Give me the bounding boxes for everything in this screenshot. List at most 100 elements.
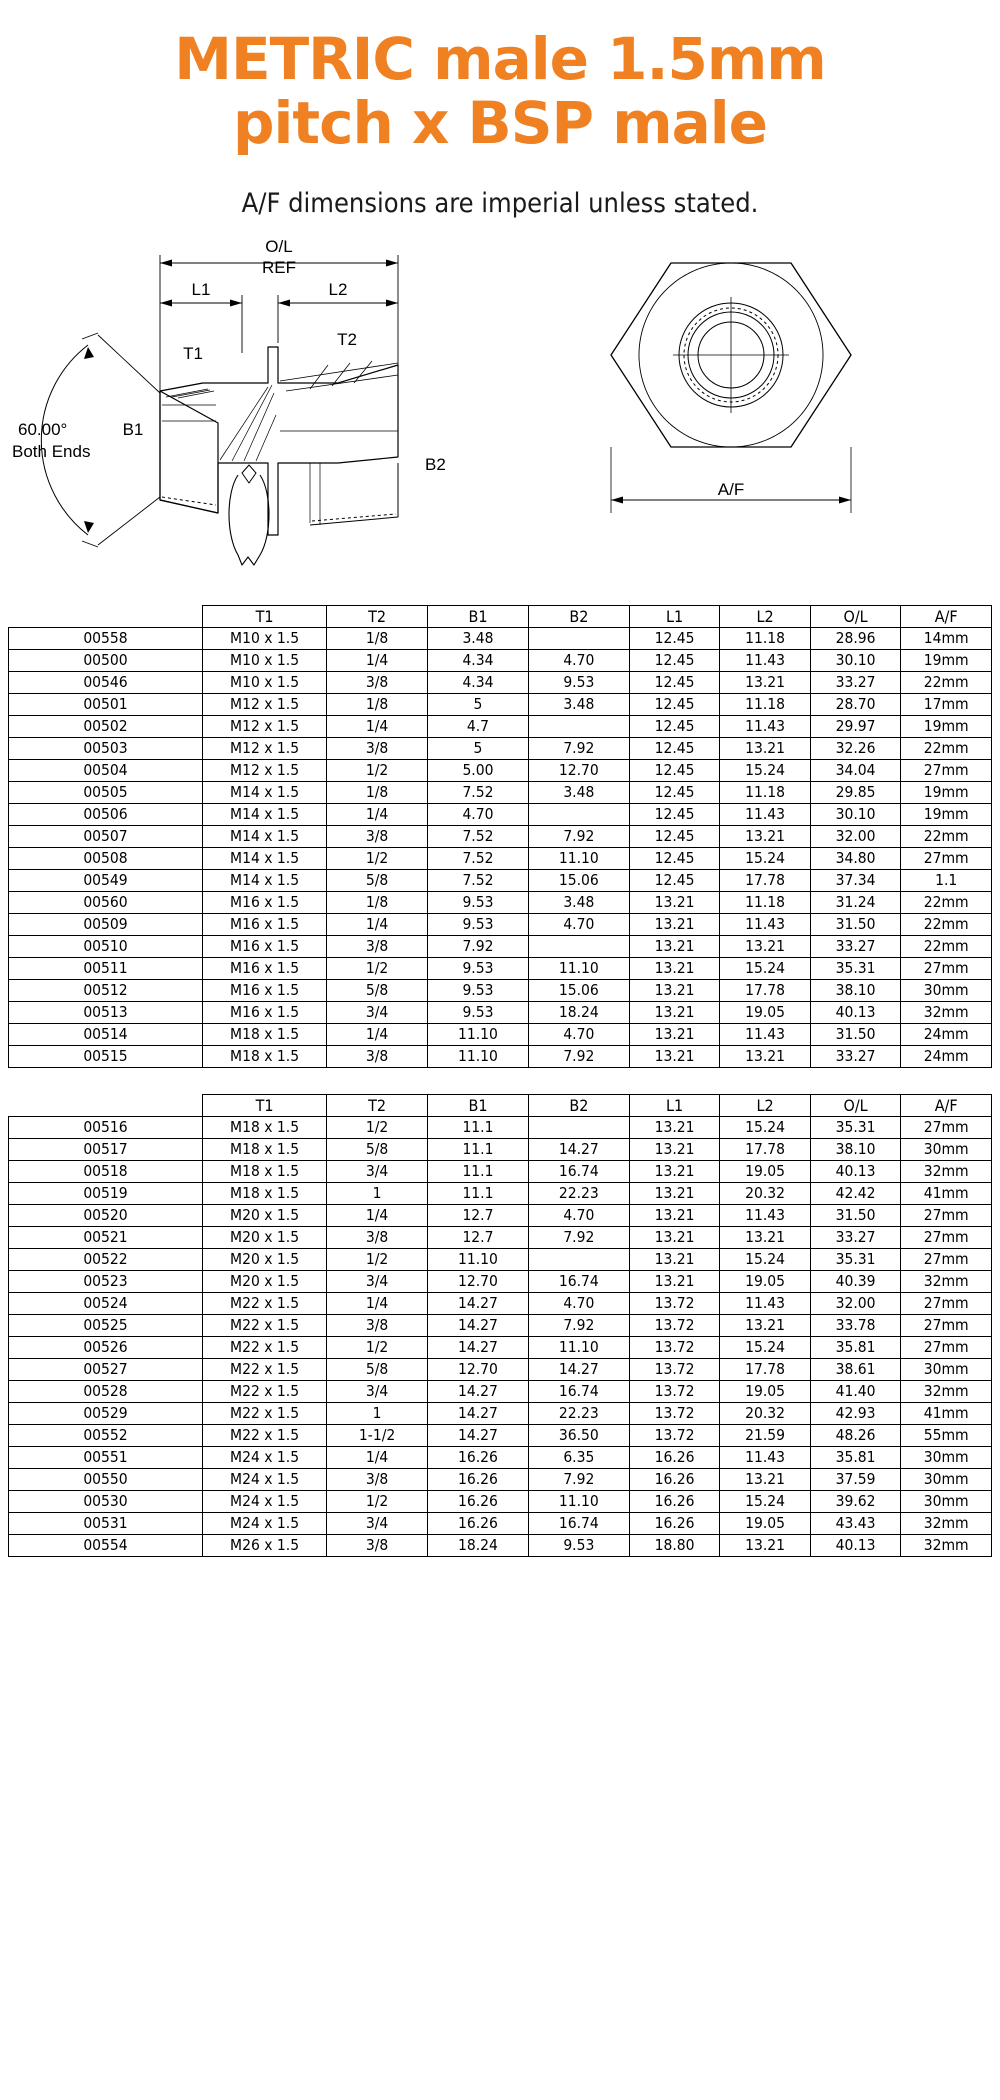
cell-ol: 33.78	[809, 1313, 902, 1337]
cell-b1: 11.1	[427, 1181, 529, 1205]
label-l2: L2	[329, 280, 348, 299]
cell-t1: M16 x 1.5	[201, 1000, 328, 1024]
cell-part-no: 00517	[8, 1137, 203, 1161]
cell-b2: 16.74	[527, 1511, 630, 1535]
cell-l1: 13.21	[628, 1137, 721, 1161]
cell-af: 27mm	[900, 1225, 992, 1249]
cell-l1: 13.21	[628, 1203, 721, 1227]
cell-ol: 48.26	[809, 1423, 902, 1447]
header-cell-af: A/F	[900, 604, 992, 628]
cell-ol: 40.39	[809, 1269, 902, 1293]
cell-ol: 31.50	[809, 1203, 902, 1227]
cell-b1: 7.52	[427, 780, 529, 804]
cell-b2: 16.74	[527, 1379, 630, 1403]
cell-b1: 14.27	[427, 1313, 529, 1337]
cell-af: 55mm	[900, 1423, 992, 1447]
cell-b1: 9.53	[427, 912, 529, 936]
cell-t1: M10 x 1.5	[201, 648, 328, 672]
cell-t1: M14 x 1.5	[201, 780, 328, 804]
cell-part-no: 00531	[8, 1511, 203, 1535]
cell-ol: 31.50	[809, 1022, 902, 1046]
cell-l2: 20.32	[719, 1181, 811, 1205]
cell-b2: 14.27	[527, 1137, 630, 1161]
cell-t1: M16 x 1.5	[201, 978, 328, 1002]
cell-b1: 16.26	[427, 1489, 529, 1513]
cell-part-no: 00507	[8, 824, 203, 848]
cell-t2: 3/8	[326, 1313, 429, 1337]
cell-part-no: 00520	[8, 1203, 203, 1227]
cell-b2: 11.10	[527, 956, 630, 980]
cell-b1: 9.53	[427, 956, 529, 980]
cell-part-no: 00510	[8, 934, 203, 958]
cell-t2: 3/8	[326, 670, 429, 694]
cell-b2: 7.92	[527, 1313, 630, 1337]
cell-ol: 38.61	[809, 1357, 902, 1381]
cell-t2: 1/2	[326, 758, 429, 782]
cell-l2: 19.05	[719, 1159, 811, 1183]
cell-b2: 9.53	[527, 1533, 630, 1557]
cell-t2: 5/8	[326, 1357, 429, 1381]
cell-part-no: 00521	[8, 1225, 203, 1249]
cell-b2: 11.10	[527, 1489, 630, 1513]
cell-ol: 35.31	[809, 956, 902, 980]
cell-t2: 1/2	[326, 1247, 429, 1271]
cell-t2: 1-1/2	[326, 1423, 429, 1447]
cell-b1: 14.27	[427, 1401, 529, 1425]
cell-l2: 11.43	[719, 1291, 811, 1315]
cell-ol: 41.40	[809, 1379, 902, 1403]
page-title-line1: METRIC male 1.5mm	[174, 25, 827, 93]
table-separator	[0, 1068, 1000, 1094]
cell-af: 32mm	[900, 1000, 992, 1024]
cell-ol: 42.42	[809, 1181, 902, 1205]
cell-b2: 7.92	[527, 736, 630, 760]
cell-t1: M12 x 1.5	[201, 714, 328, 738]
cell-l2: 13.21	[719, 670, 811, 694]
cell-t2: 1/4	[326, 1203, 429, 1227]
label-t1: T1	[183, 344, 203, 363]
cell-t1: M16 x 1.5	[201, 912, 328, 936]
cell-t1: M24 x 1.5	[201, 1489, 328, 1513]
cell-l1: 13.21	[628, 956, 721, 980]
cell-t1: M20 x 1.5	[201, 1225, 328, 1249]
cell-af: 22mm	[900, 890, 992, 914]
cell-l1: 12.45	[628, 736, 721, 760]
cell-l2: 13.21	[719, 1044, 811, 1068]
cell-l2: 17.78	[719, 978, 811, 1002]
cell-b2: 4.70	[527, 1203, 630, 1227]
cell-part-no: 00560	[8, 890, 203, 914]
cell-ol: 30.10	[809, 648, 902, 672]
cell-t1: M18 x 1.5	[201, 1044, 328, 1068]
technical-drawings: O/L REF L1 L2 T1 T2 B1 60.00° Both Ends	[0, 235, 1000, 605]
cell-l2: 19.05	[719, 1511, 811, 1535]
cell-ol: 33.27	[809, 1044, 902, 1068]
cell-ol: 32.26	[809, 736, 902, 760]
cell-b2: 11.10	[527, 1335, 630, 1359]
cell-b1: 14.27	[427, 1335, 529, 1359]
cell-l1: 13.21	[628, 1269, 721, 1293]
cell-ol: 35.31	[809, 1115, 902, 1139]
header-cell-l1: L1	[628, 604, 721, 628]
cell-l1: 13.21	[628, 934, 721, 958]
cell-l1: 13.72	[628, 1291, 721, 1315]
cell-b1: 9.53	[427, 890, 529, 914]
cell-af: 27mm	[900, 1335, 992, 1359]
cell-ol: 32.00	[809, 1291, 902, 1315]
cell-af: 22mm	[900, 934, 992, 958]
cell-b1: 9.53	[427, 1000, 529, 1024]
cell-af: 24mm	[900, 1044, 992, 1068]
cell-t2: 3/4	[326, 1269, 429, 1293]
cell-l1: 12.45	[628, 846, 721, 870]
